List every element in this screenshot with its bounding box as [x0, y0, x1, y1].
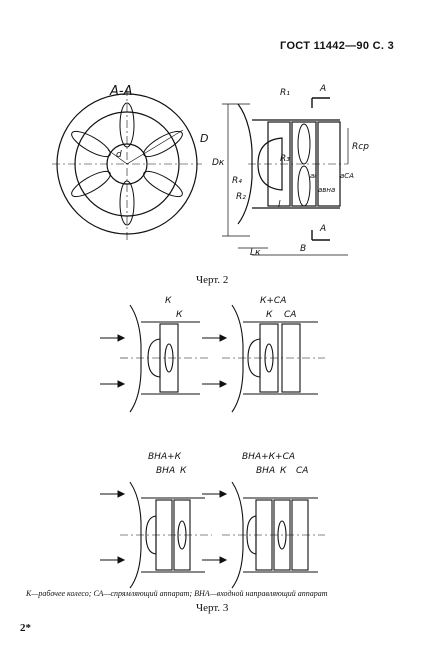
abbreviation-legend: К—рабочее колесо; СА—спрямляющий аппарат…	[26, 589, 328, 598]
label-r4: R₄	[232, 176, 242, 186]
panel-3-part-k: К	[180, 466, 187, 476]
figure-3-caption: Черт. 3	[196, 602, 229, 614]
panel-4-part-k: К	[280, 466, 287, 476]
panel-vna-k	[120, 481, 212, 589]
label-dk: Dк	[212, 158, 225, 168]
label-r3: R₃	[280, 154, 290, 164]
label-ak: aₖ	[310, 172, 318, 180]
label-r2: R₂	[236, 192, 246, 202]
label-b: B	[300, 244, 307, 254]
label-a-bottom: А	[320, 224, 327, 234]
panel-2-title: К+СА	[260, 296, 287, 306]
panel-1-part-k: К	[176, 310, 183, 320]
label-d-outer: D	[200, 132, 209, 145]
panel-4-title: ВНА+К+СА	[242, 452, 296, 462]
label-rcp: Rср	[352, 142, 369, 152]
panel-1-title: К	[165, 296, 172, 306]
figure-3-panels	[120, 304, 325, 589]
label-aca: aСА	[340, 172, 354, 180]
panel-k-ca	[222, 304, 325, 413]
panel-4-part-ca: СА	[296, 466, 309, 476]
section-label: А-А	[110, 84, 133, 99]
page-header: ГОСТ 11442—90 С. 3	[280, 40, 394, 52]
panel-vna-k-ca	[222, 481, 325, 589]
panel-2-part-ca: СА	[284, 310, 297, 320]
side-view	[222, 97, 349, 256]
figure-2-caption: Черт. 2	[196, 274, 229, 286]
panel-4-part-vna: ВНА	[256, 466, 276, 476]
label-l: l	[278, 200, 281, 210]
label-a-top: А	[320, 84, 327, 94]
label-r1: R₁	[280, 88, 290, 98]
label-avna: aвна	[318, 186, 336, 194]
panel-3-title: ВНА+К	[148, 452, 182, 462]
label-d-inner: d	[116, 150, 122, 160]
panel-2-part-k: К	[266, 310, 273, 320]
section-view-a-a	[52, 88, 202, 240]
label-lk: Lк	[250, 248, 261, 258]
flow-arrows	[100, 334, 228, 564]
panel-3-part-vna: ВНА	[156, 466, 176, 476]
page-number: 2*	[20, 622, 31, 634]
panel-k	[120, 304, 210, 413]
